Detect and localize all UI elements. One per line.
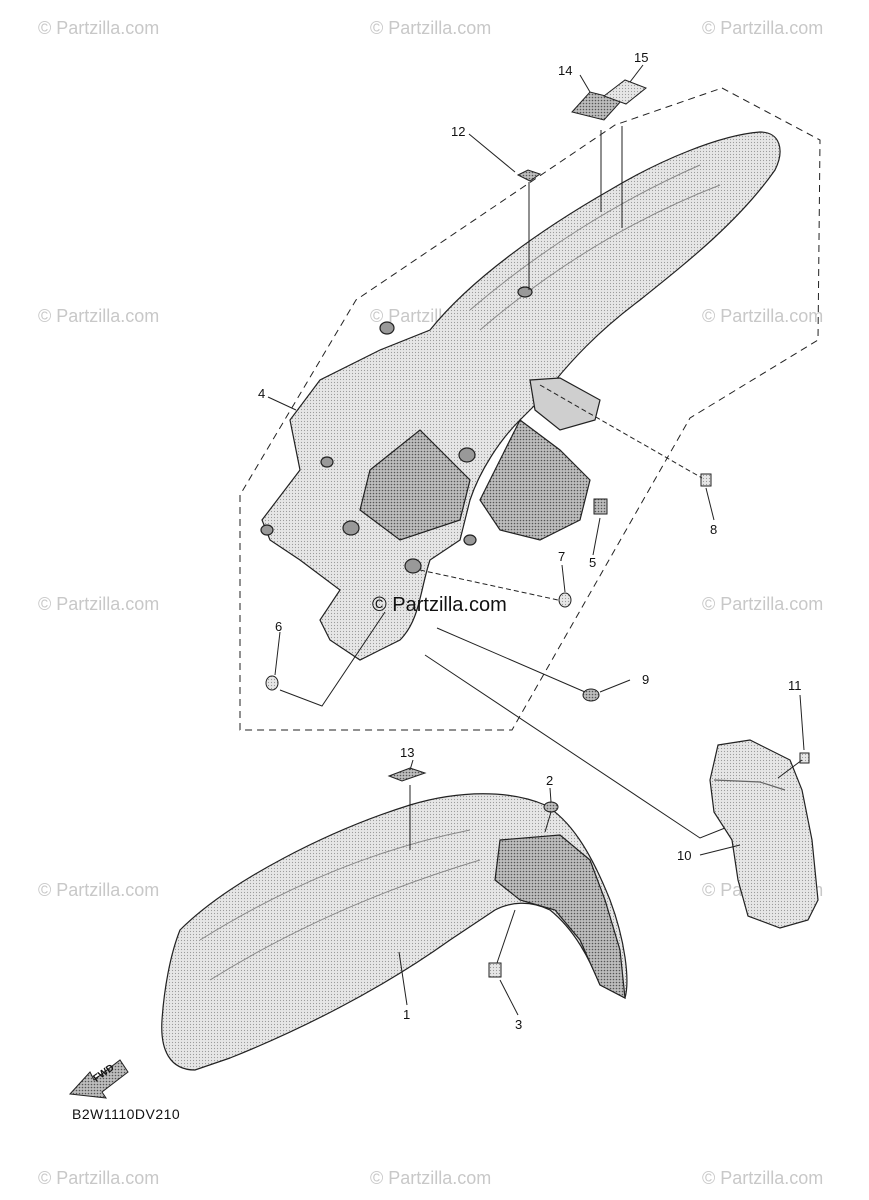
rear-fender-part-4 <box>260 131 781 661</box>
leader-part-10 <box>424 654 731 839</box>
collar-part-2 <box>543 801 559 833</box>
watermark-1: © Partzilla.com <box>38 18 160 38</box>
bolt-part-3 <box>488 909 516 978</box>
watermark-12: © Partzilla.com <box>370 1168 492 1188</box>
center-watermark: © Partzilla.com <box>372 594 507 616</box>
assembly-boundary <box>239 87 821 731</box>
callout-5: 5 <box>589 555 596 570</box>
watermark-8: © Partzilla.com <box>702 594 824 614</box>
bolt-part-9 <box>436 627 600 702</box>
callout-1: 1 <box>403 1007 410 1022</box>
callout-leaders <box>267 64 805 1016</box>
watermark-13: © Partzilla.com <box>702 1168 824 1188</box>
watermark-7: © Partzilla.com <box>38 594 160 614</box>
washer-part-7 <box>419 569 572 608</box>
callout-14: 14 <box>558 63 572 78</box>
decal-part-14-15 <box>571 79 647 228</box>
callout-2: 2 <box>546 773 553 788</box>
watermark-3: © Partzilla.com <box>702 18 824 38</box>
washer-part-6 <box>265 611 386 707</box>
screw-part-11 <box>777 752 810 779</box>
callout-13: 13 <box>400 745 414 760</box>
watermark-2: © Partzilla.com <box>370 18 492 38</box>
callout-12: 12 <box>451 124 465 139</box>
fwd-arrow: FWD <box>68 1059 129 1099</box>
decal-part-13 <box>387 767 427 850</box>
callout-11: 11 <box>788 678 802 693</box>
mud-flap-part-10 <box>709 739 819 929</box>
watermark-11: © Partzilla.com <box>38 1168 160 1188</box>
callout-7: 7 <box>558 549 565 564</box>
callout-15: 15 <box>634 50 648 65</box>
watermark-6: © Partzilla.com <box>702 306 824 326</box>
callout-4: 4 <box>258 386 265 401</box>
watermark-9: © Partzilla.com <box>38 880 160 900</box>
diagram-code: B2W1110DV210 <box>72 1106 181 1122</box>
watermark-4: © Partzilla.com <box>38 306 160 326</box>
callout-3: 3 <box>515 1017 522 1032</box>
callout-10: 10 <box>677 848 691 863</box>
front-fender-part-1 <box>161 793 628 1071</box>
callout-6: 6 <box>275 619 282 634</box>
grommet-part-12 <box>516 169 542 290</box>
nut-part-5 <box>593 498 608 515</box>
callout-9: 9 <box>642 672 649 687</box>
callout-8: 8 <box>710 522 717 537</box>
bolt-part-8 <box>539 384 712 487</box>
callout-labels: 1 2 3 4 5 6 7 8 9 10 11 12 13 14 15 <box>258 50 802 1032</box>
